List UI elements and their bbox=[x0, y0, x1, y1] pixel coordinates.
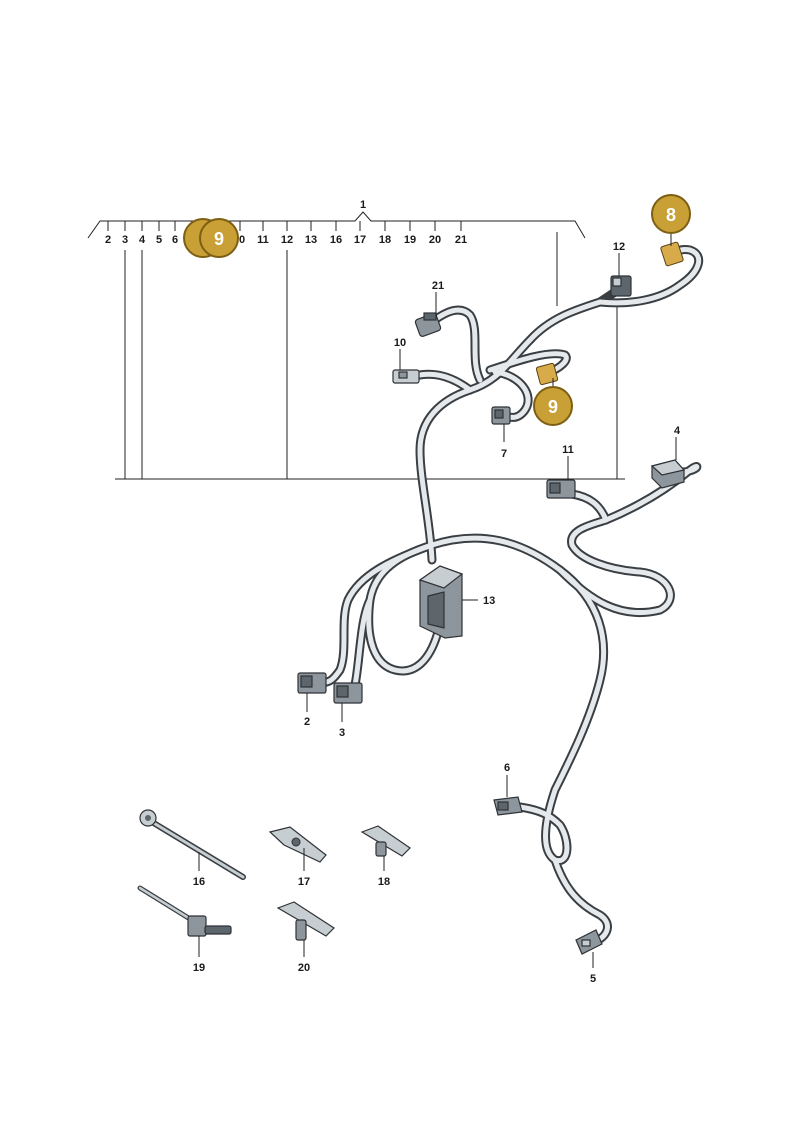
badge-9-header-label: 9 bbox=[214, 229, 224, 249]
callout-6: 6 bbox=[504, 762, 510, 774]
callout-13: 13 bbox=[483, 595, 495, 607]
callout-18: 18 bbox=[378, 876, 390, 888]
part-20-clip[interactable] bbox=[276, 901, 335, 941]
header-index-6: 6 bbox=[172, 234, 178, 246]
part-16-cable-tie[interactable] bbox=[139, 809, 246, 880]
connector-8[interactable] bbox=[660, 241, 684, 267]
connector-5[interactable] bbox=[575, 929, 603, 955]
callout-labels: 12 21 10 7 4 11 13 2 3 6 5 16 17 18 19 2… bbox=[193, 241, 681, 985]
connector-6[interactable] bbox=[493, 796, 523, 816]
header-bracket: 1 2 3 4 5 6 0 11 12 13 16 17 18 19 20 21 bbox=[87, 199, 625, 480]
header-index-12: 12 bbox=[281, 234, 293, 246]
header-index-2: 2 bbox=[105, 234, 111, 246]
header-index-13: 13 bbox=[305, 234, 317, 246]
connector-13-housing[interactable] bbox=[418, 565, 464, 639]
header-index-21: 21 bbox=[455, 234, 467, 246]
connector-21[interactable] bbox=[414, 312, 442, 337]
callout-leaders bbox=[198, 234, 677, 968]
connector-4[interactable] bbox=[650, 459, 686, 489]
badge-9-main-label: 9 bbox=[548, 397, 558, 417]
header-index-5: 5 bbox=[156, 234, 162, 246]
header-index-4: 4 bbox=[139, 234, 146, 246]
callout-17: 17 bbox=[298, 876, 310, 888]
callout-5: 5 bbox=[590, 973, 596, 985]
connector-9-clip[interactable] bbox=[535, 362, 559, 386]
callout-2: 2 bbox=[304, 716, 310, 728]
part-19-cable-tie-holder[interactable] bbox=[137, 885, 232, 937]
callout-4: 4 bbox=[674, 425, 681, 437]
connector-11[interactable] bbox=[546, 479, 576, 499]
header-index-10-partial: 0 bbox=[239, 234, 245, 246]
callout-1: 1 bbox=[360, 199, 366, 211]
callout-10: 10 bbox=[394, 337, 406, 349]
callout-19: 19 bbox=[193, 962, 205, 974]
badge-8-label: 8 bbox=[666, 205, 676, 225]
callout-20: 20 bbox=[298, 962, 310, 974]
part-17-clip[interactable] bbox=[268, 826, 327, 863]
connector-7[interactable] bbox=[491, 406, 511, 425]
badge-9-main[interactable]: 9 bbox=[533, 386, 573, 426]
callout-3: 3 bbox=[339, 727, 345, 739]
header-index-11: 11 bbox=[257, 234, 269, 246]
badge-9-header[interactable]: 9 bbox=[183, 218, 239, 258]
callout-7: 7 bbox=[501, 448, 507, 460]
callout-16: 16 bbox=[193, 876, 205, 888]
callout-21: 21 bbox=[432, 280, 444, 292]
part-18-clip[interactable] bbox=[360, 825, 411, 857]
connector-12[interactable] bbox=[610, 275, 632, 297]
badge-8[interactable]: 8 bbox=[651, 194, 691, 234]
header-index-18: 18 bbox=[379, 234, 391, 246]
header-index-20: 20 bbox=[429, 234, 441, 246]
header-index-17: 17 bbox=[354, 234, 366, 246]
callout-12: 12 bbox=[613, 241, 625, 253]
header-index-16: 16 bbox=[330, 234, 342, 246]
connector-2[interactable] bbox=[297, 672, 327, 694]
connector-10[interactable] bbox=[392, 369, 420, 384]
connector-3[interactable] bbox=[333, 682, 363, 704]
callout-11: 11 bbox=[562, 444, 574, 456]
header-index-3: 3 bbox=[122, 234, 128, 246]
header-index-19: 19 bbox=[404, 234, 416, 246]
